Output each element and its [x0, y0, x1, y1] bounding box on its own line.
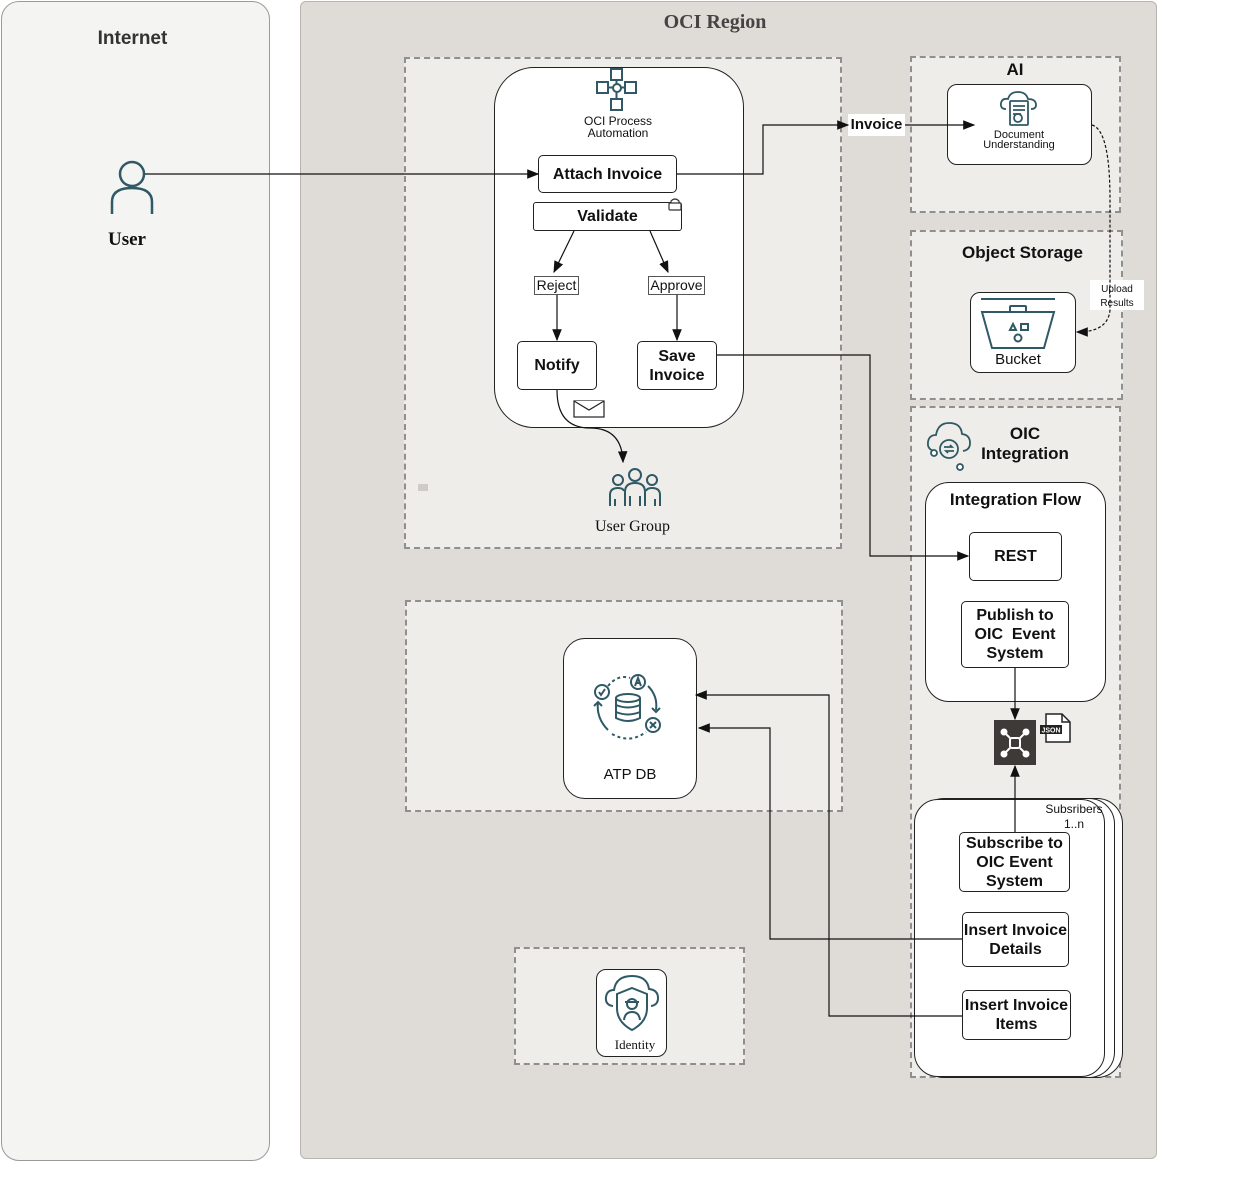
internet-title: Internet — [97, 28, 168, 49]
subscribers-label-1: Subsribers — [1045, 802, 1103, 816]
details-to-db-connector — [697, 723, 962, 940]
save-invoice-step[interactable]: Save Invoice — [637, 341, 717, 390]
atp-db-icon — [590, 670, 666, 746]
reject-label: Reject — [534, 276, 579, 295]
user-label: User — [108, 229, 146, 250]
atp-db-label: ATP DB — [603, 766, 657, 783]
publish-event-step[interactable]: Publish to OIC Event System — [961, 601, 1069, 668]
insert-details-step[interactable]: Insert Invoice Details — [962, 912, 1069, 967]
user-group-icon — [608, 468, 662, 508]
insert-details-line-1: Insert Invoice — [963, 921, 1068, 939]
validate-step[interactable]: Validate — [533, 202, 682, 231]
document-understanding-label-2: Understanding — [983, 139, 1055, 151]
subscribe-event-step[interactable]: Subscribe to OIC Event System — [959, 832, 1070, 892]
process-automation-icon — [595, 68, 639, 112]
process-automation-title-2: Automation — [587, 126, 649, 140]
stray-mark — [418, 484, 428, 491]
identity-label: Identity — [614, 1037, 656, 1052]
oic-title-2: Integration — [981, 444, 1069, 463]
insert-items-step[interactable]: Insert Invoice Items — [962, 990, 1071, 1040]
subscribers-label-2: 1..n — [1063, 817, 1084, 831]
document-understanding-label-1: Document — [993, 129, 1045, 141]
insert-details-line-2: Details — [989, 940, 1042, 958]
document-understanding-icon — [998, 89, 1040, 127]
insert-items-line-2: Items — [995, 1016, 1038, 1033]
publish-line-3: System — [986, 645, 1044, 662]
items-to-db-connector — [694, 690, 962, 1017]
approve-label: Approve — [648, 276, 705, 295]
save-invoice-line-1: Save — [658, 347, 696, 365]
subscribe-line-1: Subscribe to — [966, 834, 1063, 852]
publish-line-2: OIC Event — [974, 626, 1056, 643]
process-automation-title-1: OCI Process — [583, 114, 652, 128]
save-invoice-line-2: Invoice — [649, 366, 705, 384]
publish-line-1: Publish to — [976, 607, 1054, 624]
oci-region-title: OCI Region — [663, 11, 767, 33]
notify-to-user-group-connector — [556, 389, 628, 464]
json-text: JSON — [1041, 728, 1060, 735]
validate-to-approve-connector — [649, 230, 669, 274]
doc-to-bucket-connector — [1075, 124, 1111, 337]
oic-title-1: OIC — [1009, 424, 1041, 443]
subscribe-line-3: System — [986, 872, 1043, 890]
atp-db-card[interactable] — [563, 638, 697, 799]
oic-icon — [926, 419, 972, 471]
event-hub-icon — [994, 720, 1036, 765]
json-file-icon: JSON — [1038, 712, 1074, 744]
integration-flow-title: Integration Flow — [949, 490, 1082, 509]
attach-to-invoice-connector — [677, 120, 850, 175]
identity-icon — [603, 972, 661, 1034]
upload-label-1: Upload — [1101, 284, 1133, 295]
bucket-icon — [980, 296, 1056, 350]
lock-icon — [667, 197, 683, 211]
notify-step[interactable]: Notify — [517, 341, 597, 390]
invoice-label: Invoice — [848, 114, 905, 136]
save-to-rest-connector — [717, 354, 970, 561]
internet-zone — [1, 1, 270, 1161]
validate-to-reject-connector — [553, 230, 575, 274]
user-icon — [107, 158, 157, 218]
user-group-label: User Group — [594, 518, 671, 535]
mail-icon — [573, 400, 605, 418]
ai-title: AI — [1006, 60, 1024, 79]
object-storage-title: Object Storage — [962, 243, 1083, 262]
upload-results-label: Upload Results — [1090, 280, 1144, 310]
insert-items-line-1: Insert Invoice — [964, 997, 1069, 1014]
rest-step[interactable]: REST — [969, 532, 1062, 581]
bucket-label: Bucket — [995, 351, 1041, 368]
attach-invoice-step[interactable]: Attach Invoice — [538, 155, 677, 193]
subscribe-line-2: OIC Event — [976, 853, 1053, 871]
upload-label-2: Results — [1100, 298, 1134, 309]
